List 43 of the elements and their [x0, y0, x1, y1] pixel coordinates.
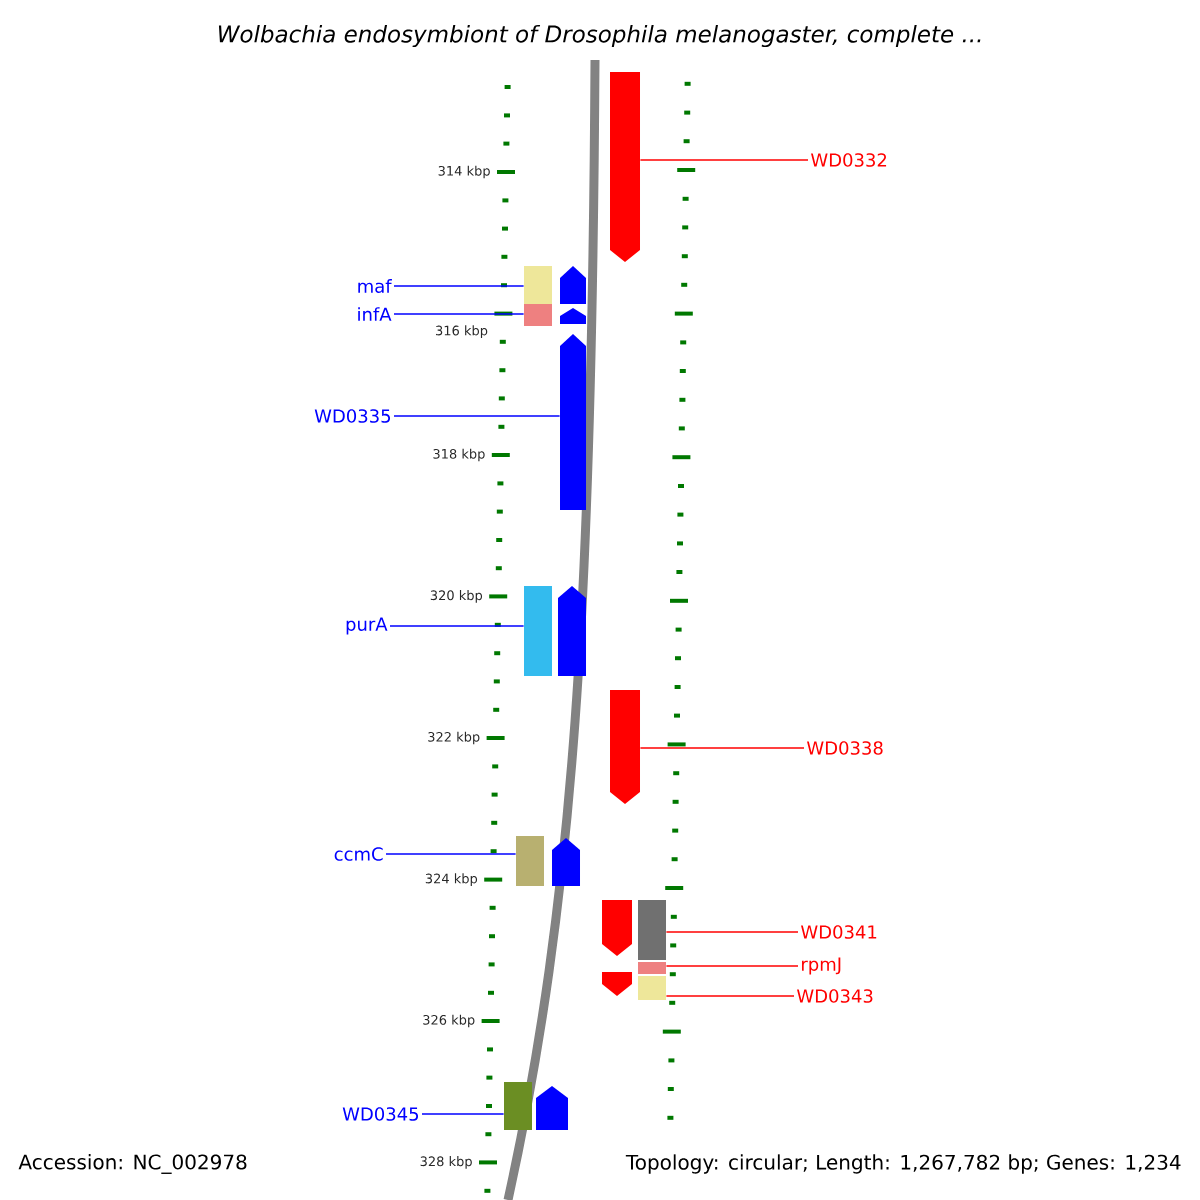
- leader-line: [385, 853, 517, 855]
- gene-label: ccmC: [334, 847, 383, 861]
- leader-line: [665, 965, 799, 967]
- gene-box: [638, 962, 666, 974]
- gene-block: [602, 972, 632, 996]
- gene-block: [560, 266, 586, 304]
- gene-block: [536, 1086, 568, 1130]
- gene-label: WD0338: [807, 741, 883, 755]
- gene-label: WD0345: [342, 1107, 418, 1121]
- gene-block: [610, 690, 640, 804]
- gene-block: [560, 334, 586, 510]
- gene-box: [516, 836, 544, 886]
- accession-text: Accession: NC_002978: [18, 1154, 247, 1174]
- gene-block: [602, 900, 632, 956]
- gene-label: WD0343: [797, 989, 873, 1003]
- gene-block: [558, 586, 586, 676]
- gene-box: [524, 266, 552, 304]
- title: Wolbachia endosymbiont of Drosophila melanogaster, complete ...: [218, 24, 981, 48]
- gene-box: [524, 586, 552, 676]
- gene-block: [552, 838, 580, 886]
- gene-label: infA: [358, 307, 392, 321]
- leader-line: [639, 747, 805, 749]
- leader-line: [393, 415, 561, 417]
- gene-label: WD0335: [314, 409, 390, 423]
- gene-box: [504, 1082, 532, 1130]
- summary-text: Topology: circular; Length: 1,267,782 bp; Genes: 1,234: [625, 1154, 1181, 1174]
- gene-block: [610, 72, 640, 262]
- leader-line: [393, 285, 525, 287]
- gene-box: [638, 900, 666, 960]
- leader-line: [639, 159, 809, 161]
- gene-label: rpmJ: [802, 957, 841, 975]
- leader-line: [665, 931, 799, 933]
- gene-block: [560, 308, 586, 324]
- leader-line: [421, 1113, 505, 1115]
- gene-box: [638, 976, 666, 1000]
- gene-box: [524, 304, 552, 326]
- gene-label: WD0341: [801, 925, 877, 939]
- leader-line: [665, 995, 795, 997]
- gene-label: WD0332: [811, 153, 887, 167]
- gene-label: maf: [358, 279, 392, 293]
- leader-line: [389, 625, 525, 627]
- gene-label: purA: [346, 617, 388, 635]
- leader-line: [393, 313, 525, 315]
